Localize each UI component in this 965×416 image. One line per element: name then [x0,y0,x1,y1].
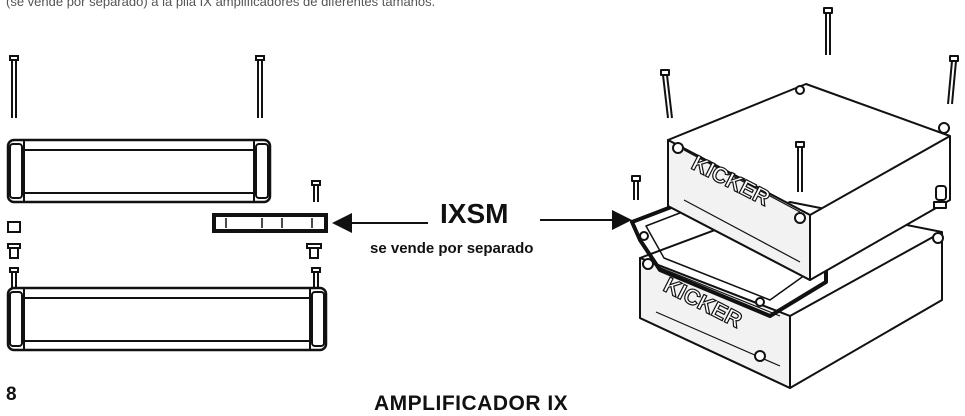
iso-screw-short [631,175,641,200]
iso-screw-right [947,55,959,105]
lower-screw-right [311,267,321,288]
ixsm-label: IXSM [440,198,509,229]
long-screw-right [255,55,265,118]
short-screw-right [311,180,321,202]
iso-spacer-right [933,185,947,209]
iso-screw-center [795,141,805,192]
sold-separately-note: se vende por separado [370,240,534,257]
iso-screw-top [823,7,833,55]
footer-title: AMPLIFICADOR IX [374,392,569,415]
side-view [6,55,328,352]
long-screw-left [9,55,19,118]
spacer-left [7,221,21,233]
foot-right [306,243,322,259]
intro-text: (se vende por separado) a la pila IX amp… [6,0,436,9]
upper-amplifier-side [6,138,272,204]
lower-screw-left [9,267,19,288]
ixsm-bracket-side [212,213,328,233]
page-number: 8 [6,384,17,405]
iso-view [630,7,959,389]
foot-left [7,243,21,259]
lower-amplifier-side [6,286,328,352]
upper-amplifier-iso [667,83,951,281]
iso-screw-left [660,69,673,119]
